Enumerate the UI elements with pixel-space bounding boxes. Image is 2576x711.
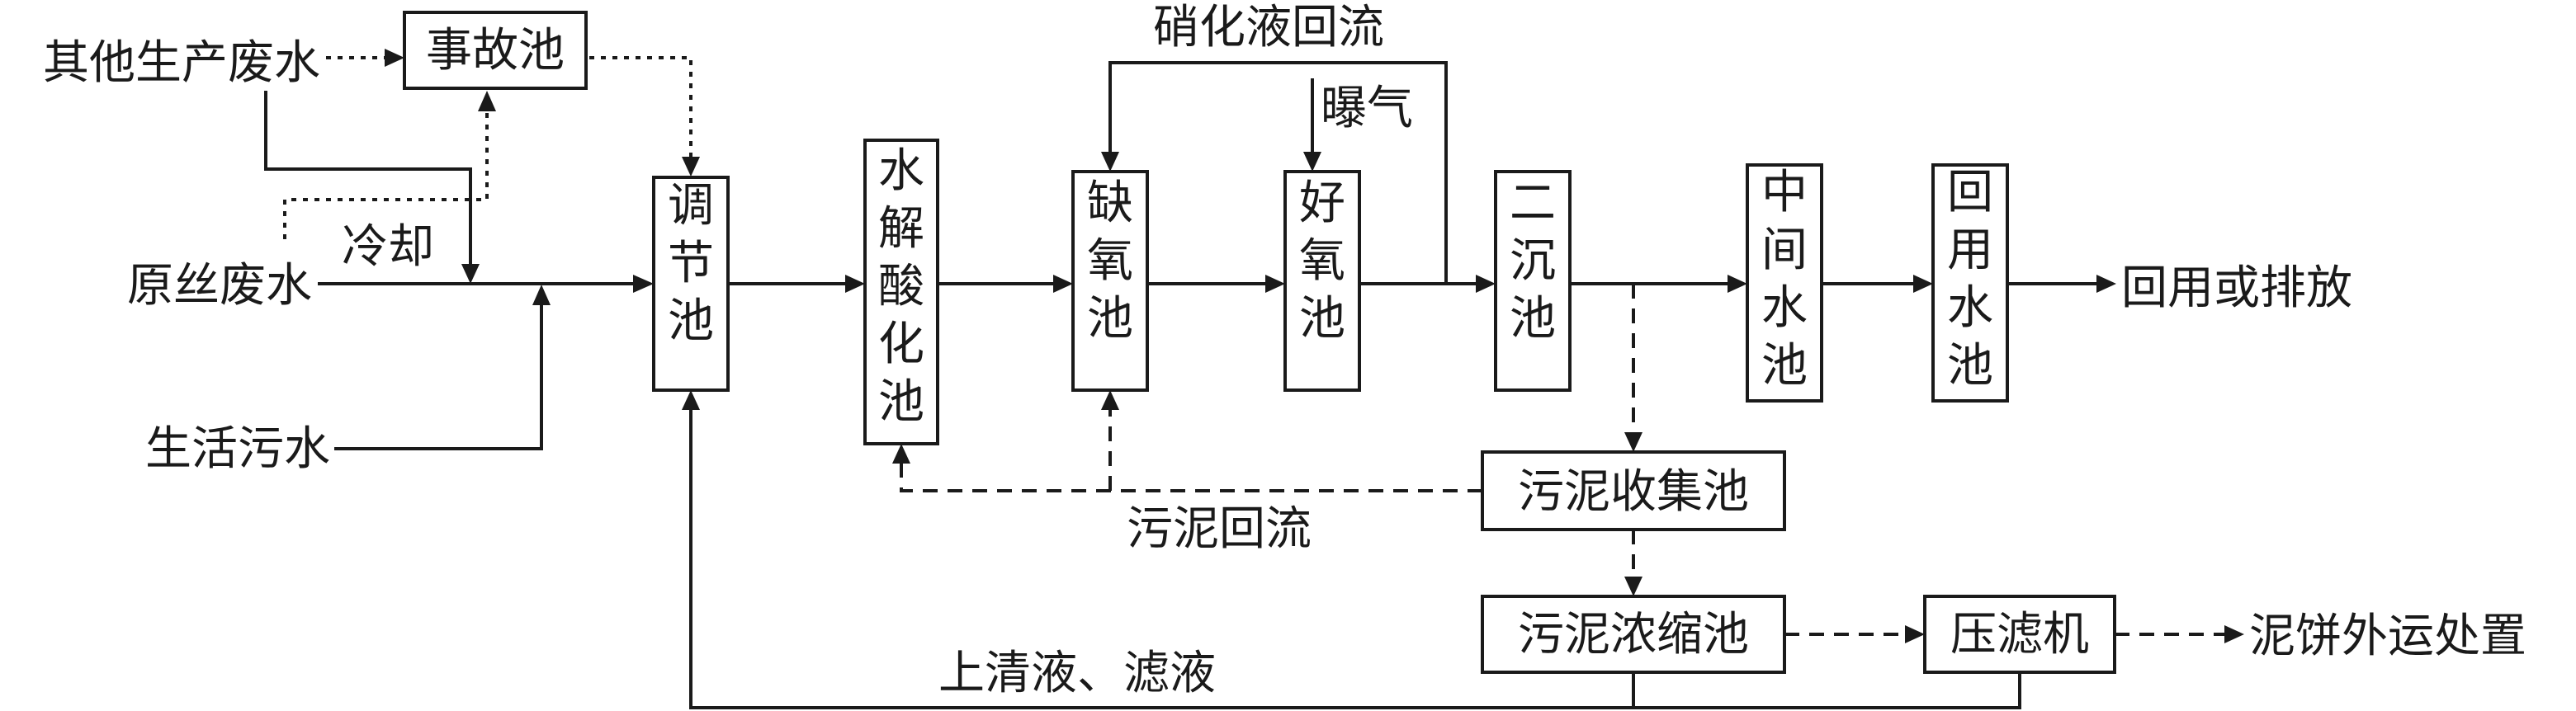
secondary-settler-label: 二沉池 [1510,177,1556,346]
sludge-reflux-anoxic-arrow [1101,390,1119,410]
accident-to-regulating-line [589,56,692,157]
anoxic-to-aerobic-arrow [1265,275,1285,293]
other-to-accident-arrow [385,49,404,67]
reuse-to-discharge-arrow [2096,275,2116,293]
sludge-reflux-hydrolysis-arrow [892,444,910,464]
other-to-main-arrow [461,264,480,284]
domestic-to-main-line [334,305,543,450]
secondary-settler-node: 二沉池 [1494,170,1572,392]
sludge-collection-pool-node: 污泥收集池 [1481,450,1786,531]
intermediate-pool-node: 中间水池 [1746,163,1823,403]
reuse-or-discharge-label: 回用或排放 [2121,261,2352,315]
domestic-sewage-label: 生活污水 [145,422,330,476]
aerobic-pool-label: 好氧池 [1299,177,1345,346]
raw-to-accident-arrow [478,91,496,111]
other-to-main-line [264,91,472,264]
accident-pool-label: 事故池 [426,24,565,78]
filter-press-node: 压滤机 [1923,595,2116,674]
flow-lines [264,49,2244,709]
anoxic-pool-label: 缺氧池 [1087,177,1133,346]
regulating-pool-node: 调节池 [652,176,730,392]
collection-to-thickener-arrow [1624,577,1642,596]
aerobic-pool-node: 好氧池 [1283,170,1361,392]
reuse-pool-label: 回用水池 [1947,166,1993,393]
intermediate-to-reuse-arrow [1913,275,1933,293]
sludge-collection-pool-label: 污泥收集池 [1518,465,1749,519]
settler-to-sludge-arrow [1624,432,1642,452]
reuse-pool-node: 回用水池 [1931,163,2009,403]
intermediate-pool-label: 中间水池 [1761,166,1808,393]
supernatant-return-arrow [682,390,700,410]
nitrate-reflux-line [1108,61,1448,284]
cooling-label: 冷却 [342,220,434,274]
accident-to-regulating-arrow [682,157,700,177]
settler-to-intermediate-arrow [1728,275,1747,293]
press-to-cake-arrow [2224,625,2244,643]
domestic-to-main-arrow [532,285,551,305]
raw-to-regulating-arrow [633,275,654,293]
other-wastewater-label: 其他生产废水 [43,36,320,90]
raw-wastewater-label: 原丝废水 [127,259,312,313]
accident-pool-node: 事故池 [403,11,588,90]
filter-press-label: 压滤机 [1950,608,2089,662]
regulating-to-hydrolysis-arrow [845,275,865,293]
aeration-label: 曝气 [1321,82,1413,135]
sludge-reflux-label: 污泥回流 [1127,502,1312,556]
raw-to-accident-line [283,111,489,239]
aeration-arrow [1303,152,1321,172]
supernatant-label: 上清液、滤液 [938,647,1216,700]
hydrolysis-to-anoxic-arrow [1053,275,1073,293]
supernatant-return-line [689,410,1635,709]
press-filtrate-line [1633,672,2021,709]
hydrolysis-pool-label: 水解酸化池 [878,144,924,429]
nitrate-reflux-label: 硝化液回流 [1153,1,1384,54]
thickener-to-press-arrow [1905,625,1925,643]
sludge-cake-label: 泥饼外运处置 [2249,610,2526,663]
regulating-pool-label: 调节池 [668,179,714,348]
hydrolysis-pool-node: 水解酸化池 [863,139,939,445]
sludge-reflux-line [900,464,1482,492]
sludge-thickener-node: 污泥浓缩池 [1481,595,1786,674]
sludge-thickener-label: 污泥浓缩池 [1518,608,1749,662]
nitrate-reflux-arrow [1101,152,1119,172]
anoxic-pool-node: 缺氧池 [1071,170,1149,392]
aerobic-to-settler-arrow [1476,275,1496,293]
